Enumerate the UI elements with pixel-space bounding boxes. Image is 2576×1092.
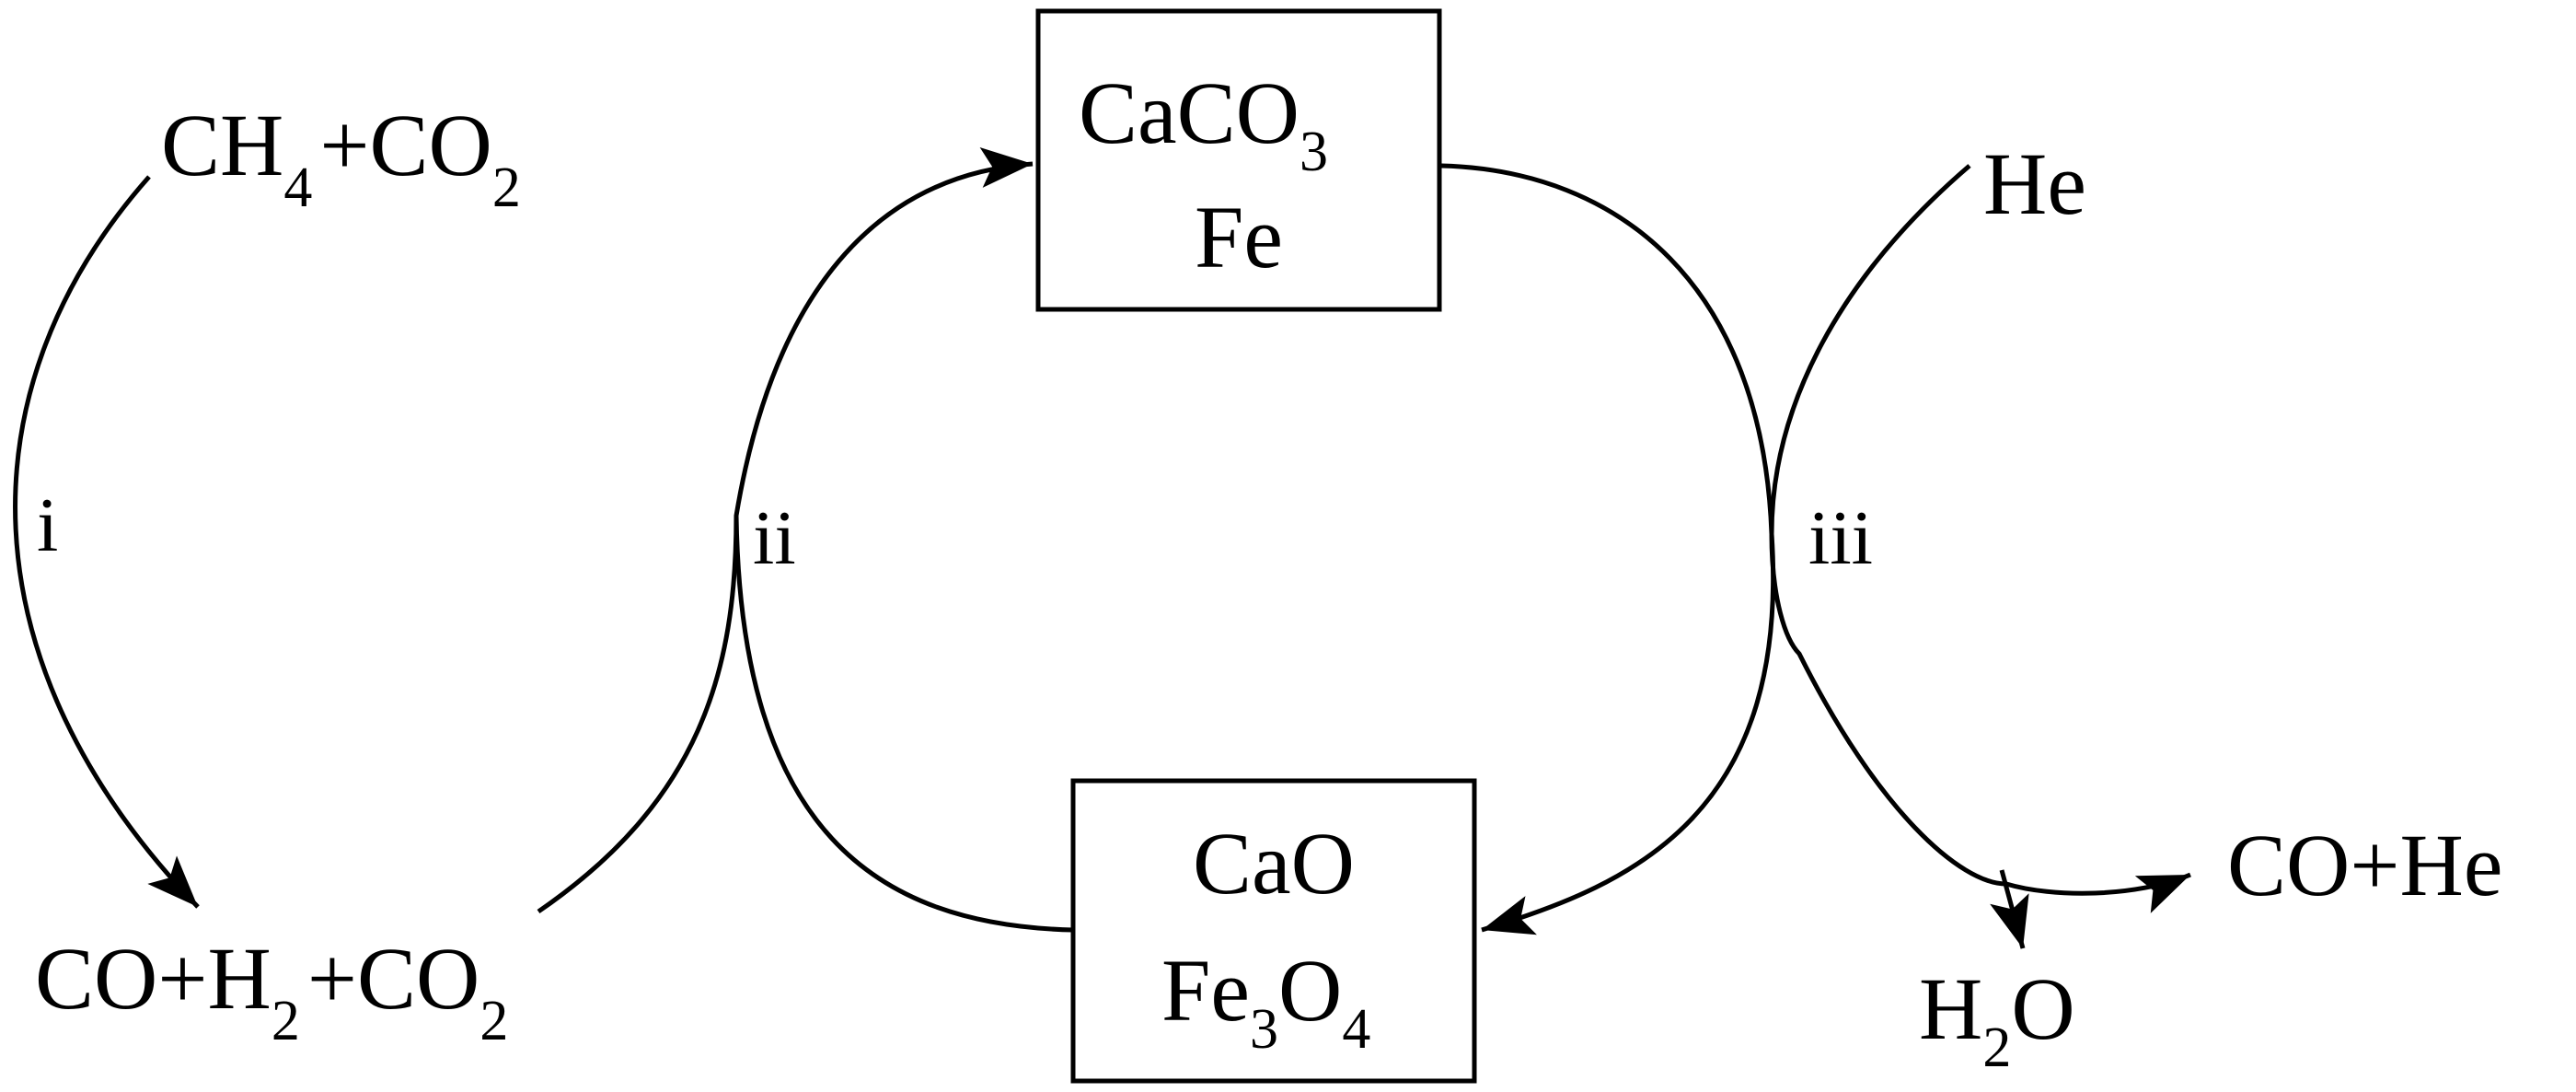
label-product-step-iii: CO+He <box>2227 816 2502 914</box>
arrow-to-water <box>1990 869 2029 949</box>
label-water: H2O <box>1919 959 2075 1079</box>
arrow-step-ii-up <box>537 146 1034 914</box>
box-caco3-fe <box>1035 8 1442 312</box>
label-step-i: i <box>37 482 58 568</box>
arrow-step-i <box>13 175 200 909</box>
label-step-ii: ii <box>753 495 796 581</box>
label-cao: CaO <box>1193 814 1355 912</box>
curve-step-ii-return <box>734 515 1074 933</box>
label-product-step-i: CO+H2+CO2 <box>35 929 508 1052</box>
arrow-step-iii-he <box>1769 164 2191 913</box>
box-cao-fe3o4 <box>1070 778 1477 1084</box>
label-feed: CH4+CO2 <box>161 96 521 219</box>
label-helium: He <box>1983 134 2086 233</box>
label-step-iii: iii <box>1808 495 1873 581</box>
label-caco3: CaCO3 <box>1079 64 1328 183</box>
label-fe3o4: Fe3O4 <box>1161 941 1370 1061</box>
label-fe: Fe <box>1195 188 1283 286</box>
arrow-step-iii-down <box>1440 163 1775 935</box>
